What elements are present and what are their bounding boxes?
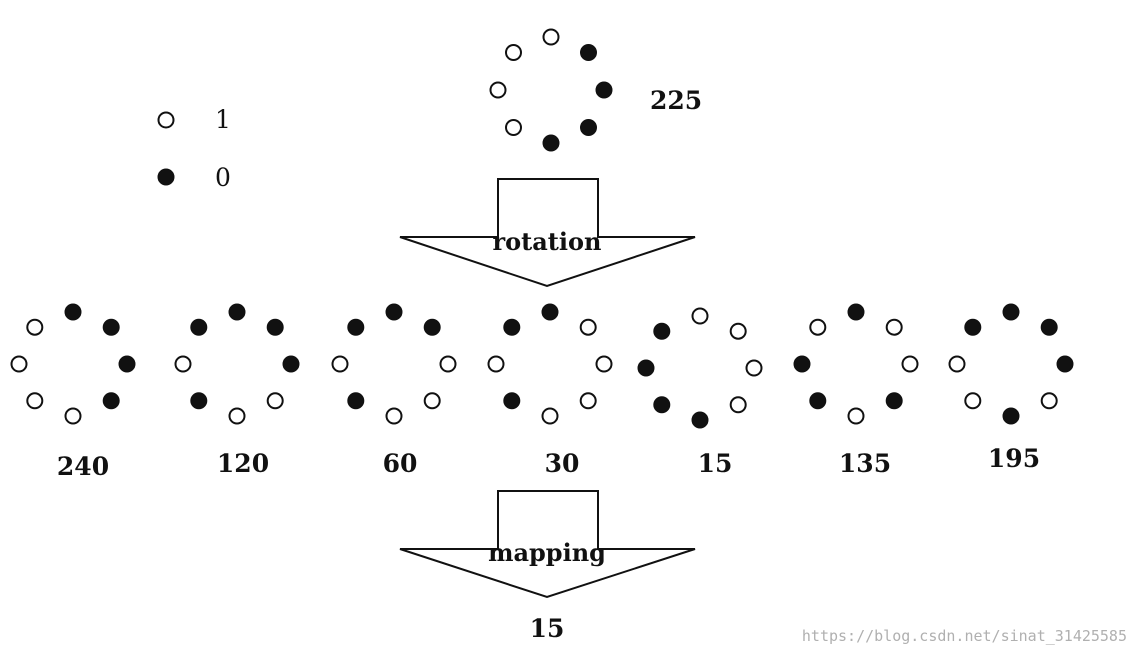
rotated-pattern <box>487 303 613 425</box>
rotated-pattern <box>174 303 300 425</box>
rotated-pattern <box>331 303 457 425</box>
open-dot <box>266 392 284 410</box>
rotated-pattern <box>793 303 919 425</box>
open-dot <box>595 355 613 373</box>
result-label: 15 <box>530 614 565 643</box>
filled-dot <box>1056 355 1074 373</box>
filled-dot <box>102 392 120 410</box>
filled-dot <box>885 392 903 410</box>
open-dot <box>541 407 559 425</box>
filled-dot <box>542 134 560 152</box>
open-dot <box>64 407 82 425</box>
rotated-patterns <box>10 303 1074 429</box>
open-dot <box>729 322 747 340</box>
open-dot <box>579 392 597 410</box>
filled-dot <box>282 355 300 373</box>
rotation-labels: 240 120 60 30 15 135 195 <box>57 444 1040 481</box>
open-dot <box>10 355 28 373</box>
filled-dot <box>423 318 441 336</box>
rotation-arrow: rotation <box>399 178 696 288</box>
open-dot <box>228 407 246 425</box>
open-dot <box>487 355 505 373</box>
filled-dot <box>228 303 246 321</box>
open-dot <box>885 318 903 336</box>
open-dot <box>26 392 44 410</box>
legend: 1 0 <box>157 105 231 192</box>
open-dot <box>505 44 522 61</box>
mapping-arrow-shape <box>399 490 696 599</box>
filled-dot <box>653 322 671 340</box>
open-dot <box>964 392 982 410</box>
filled-dot <box>847 303 865 321</box>
filled-dot <box>964 318 982 336</box>
rotation-label: 15 <box>698 449 733 478</box>
top-pattern-label: 225 <box>650 86 702 115</box>
rotation-arrow-shape <box>399 178 696 288</box>
mapping-arrow: mapping <box>399 490 696 599</box>
filled-dot <box>541 303 559 321</box>
legend-filled-dot <box>157 168 175 186</box>
filled-dot <box>190 392 208 410</box>
filled-dot <box>691 411 709 429</box>
filled-dot <box>385 303 403 321</box>
filled-dot <box>102 318 120 336</box>
watermark: https://blog.csdn.net/sinat_31425585 <box>802 627 1127 645</box>
filled-dot <box>503 392 521 410</box>
open-dot <box>1040 392 1058 410</box>
filled-dot <box>653 396 671 414</box>
open-dot <box>542 28 560 46</box>
filled-dot <box>1040 318 1058 336</box>
open-dot <box>439 355 457 373</box>
open-dot <box>489 81 507 99</box>
filled-dot <box>793 355 811 373</box>
top-pattern <box>489 28 613 152</box>
open-dot <box>847 407 865 425</box>
open-dot <box>331 355 349 373</box>
open-dot <box>505 119 522 136</box>
filled-dot <box>1002 303 1020 321</box>
filled-dot <box>190 318 208 336</box>
legend-dots <box>157 111 175 186</box>
rotation-label: 120 <box>217 449 269 478</box>
rotation-label: 30 <box>545 449 580 478</box>
open-dot <box>385 407 403 425</box>
filled-dot <box>637 359 655 377</box>
open-dot <box>901 355 919 373</box>
filled-dot <box>503 318 521 336</box>
rotation-arrow-label: rotation <box>493 227 602 256</box>
legend-open-dot <box>157 111 175 129</box>
open-dot <box>26 318 44 336</box>
open-dot <box>691 307 709 325</box>
filled-dot <box>64 303 82 321</box>
open-dot <box>809 318 827 336</box>
open-dot <box>174 355 192 373</box>
filled-dot <box>266 318 284 336</box>
filled-dot <box>347 392 365 410</box>
legend-label-one: 1 <box>215 105 231 134</box>
rotation-label: 60 <box>383 449 418 478</box>
open-dot <box>948 355 966 373</box>
rotated-pattern <box>948 303 1074 425</box>
filled-dot <box>809 392 827 410</box>
open-dot <box>745 359 763 377</box>
open-dot <box>729 396 747 414</box>
filled-dot <box>580 44 597 61</box>
mapping-arrow-label: mapping <box>488 538 606 567</box>
rotation-label: 240 <box>57 452 109 481</box>
filled-dot <box>347 318 365 336</box>
rotated-pattern <box>637 307 763 429</box>
rotation-label: 195 <box>988 444 1040 473</box>
legend-label-zero: 0 <box>215 163 231 192</box>
filled-dot <box>580 119 597 136</box>
rotation-label: 135 <box>839 449 891 478</box>
open-dot <box>579 318 597 336</box>
filled-dot <box>1002 407 1020 425</box>
rotated-pattern <box>10 303 136 425</box>
filled-dot <box>595 81 613 99</box>
open-dot <box>423 392 441 410</box>
filled-dot <box>118 355 136 373</box>
